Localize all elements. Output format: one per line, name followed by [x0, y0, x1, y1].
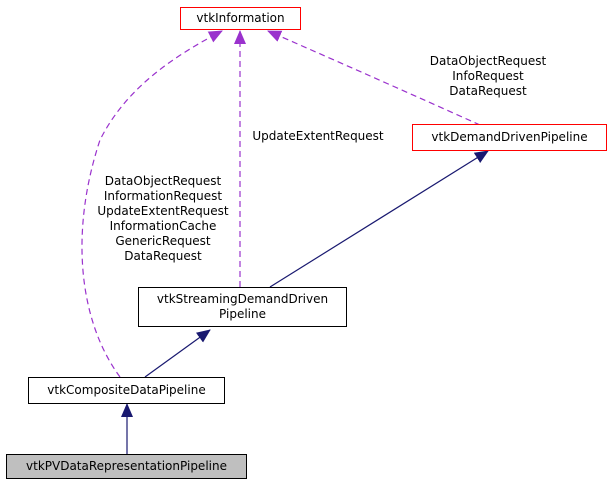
edge-label-line: InformationCache [109, 219, 217, 233]
edge-label-streaming-to-information: UpdateExtentRequest [238, 129, 398, 144]
edge-label-line: InfoRequest [452, 69, 524, 83]
node-vtk-streaming-label-line1: vtkStreamingDemandDriven [156, 292, 329, 306]
node-vtk-information-label: vtkInformation [196, 11, 285, 25]
edge-label-line: DataRequest [124, 249, 202, 263]
edge-label-line: GenericRequest [115, 234, 211, 248]
node-vtk-information[interactable]: vtkInformation [180, 7, 301, 30]
edge-label-demand-to-information: DataObjectRequest InfoRequest DataReques… [418, 54, 558, 99]
edge-label-line: DataRequest [449, 84, 527, 98]
edge-demand-uses-information [267, 30, 481, 126]
edge-label-line: DataObjectRequest [104, 174, 222, 188]
edge-composite-to-streaming [144, 329, 211, 378]
edge-label-composite-to-information: DataObjectRequest InformationRequest Upd… [88, 174, 238, 264]
edge-label-line: UpdateExtentRequest [97, 204, 229, 218]
node-vtk-streaming-label-line2: Pipeline [219, 307, 266, 321]
edge-composite-uses-information [81, 30, 223, 378]
node-vtk-demand-driven-pipeline[interactable]: vtkDemandDrivenPipeline [412, 124, 607, 151]
edge-label-line: DataObjectRequest [429, 54, 547, 68]
edge-streaming-to-demand [269, 150, 489, 288]
node-vtk-pv-data-representation-pipeline-label: vtkPVDataRepresentationPipeline [26, 459, 227, 473]
node-vtk-pv-data-representation-pipeline: vtkPVDataRepresentationPipeline [6, 454, 247, 479]
node-vtk-streaming-demand-driven-pipeline[interactable]: vtkStreamingDemandDriven Pipeline [138, 287, 347, 327]
node-vtk-composite-data-pipeline[interactable]: vtkCompositeDataPipeline [28, 377, 225, 404]
node-vtk-demand-driven-pipeline-label: vtkDemandDrivenPipeline [431, 130, 588, 144]
edge-label-line: UpdateExtentRequest [252, 129, 384, 143]
node-vtk-composite-data-pipeline-label: vtkCompositeDataPipeline [47, 383, 206, 397]
edge-label-line: InformationRequest [103, 189, 223, 203]
